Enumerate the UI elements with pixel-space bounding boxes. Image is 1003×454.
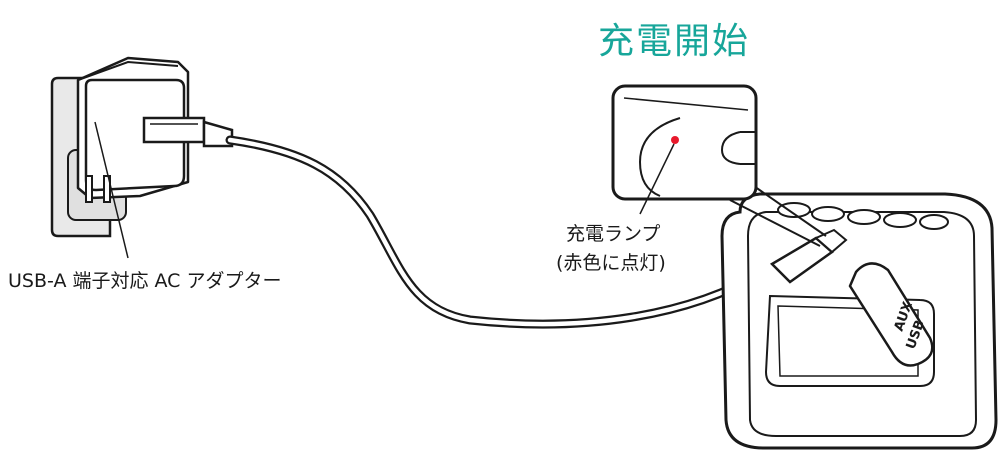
lamp-state-label: (赤色に点灯): [556, 252, 666, 274]
charging-lamp-label: 充電ランプ: [566, 223, 661, 245]
usb-c-plug: [769, 228, 848, 284]
lamp-callout: [611, 84, 827, 247]
diagram-title: 充電開始: [598, 21, 751, 62]
lamp-leader-line: [639, 143, 675, 215]
usb-a-plug: [142, 116, 234, 148]
speaker-buttons: [777, 202, 949, 230]
charging-lamp-indicator: [671, 136, 679, 144]
adapter-label: USB-A 端子対応 AC アダプター: [8, 270, 282, 292]
port-cover: AUX USB: [848, 262, 934, 367]
speaker: [720, 192, 998, 450]
adapter-leader-line: [94, 121, 129, 259]
